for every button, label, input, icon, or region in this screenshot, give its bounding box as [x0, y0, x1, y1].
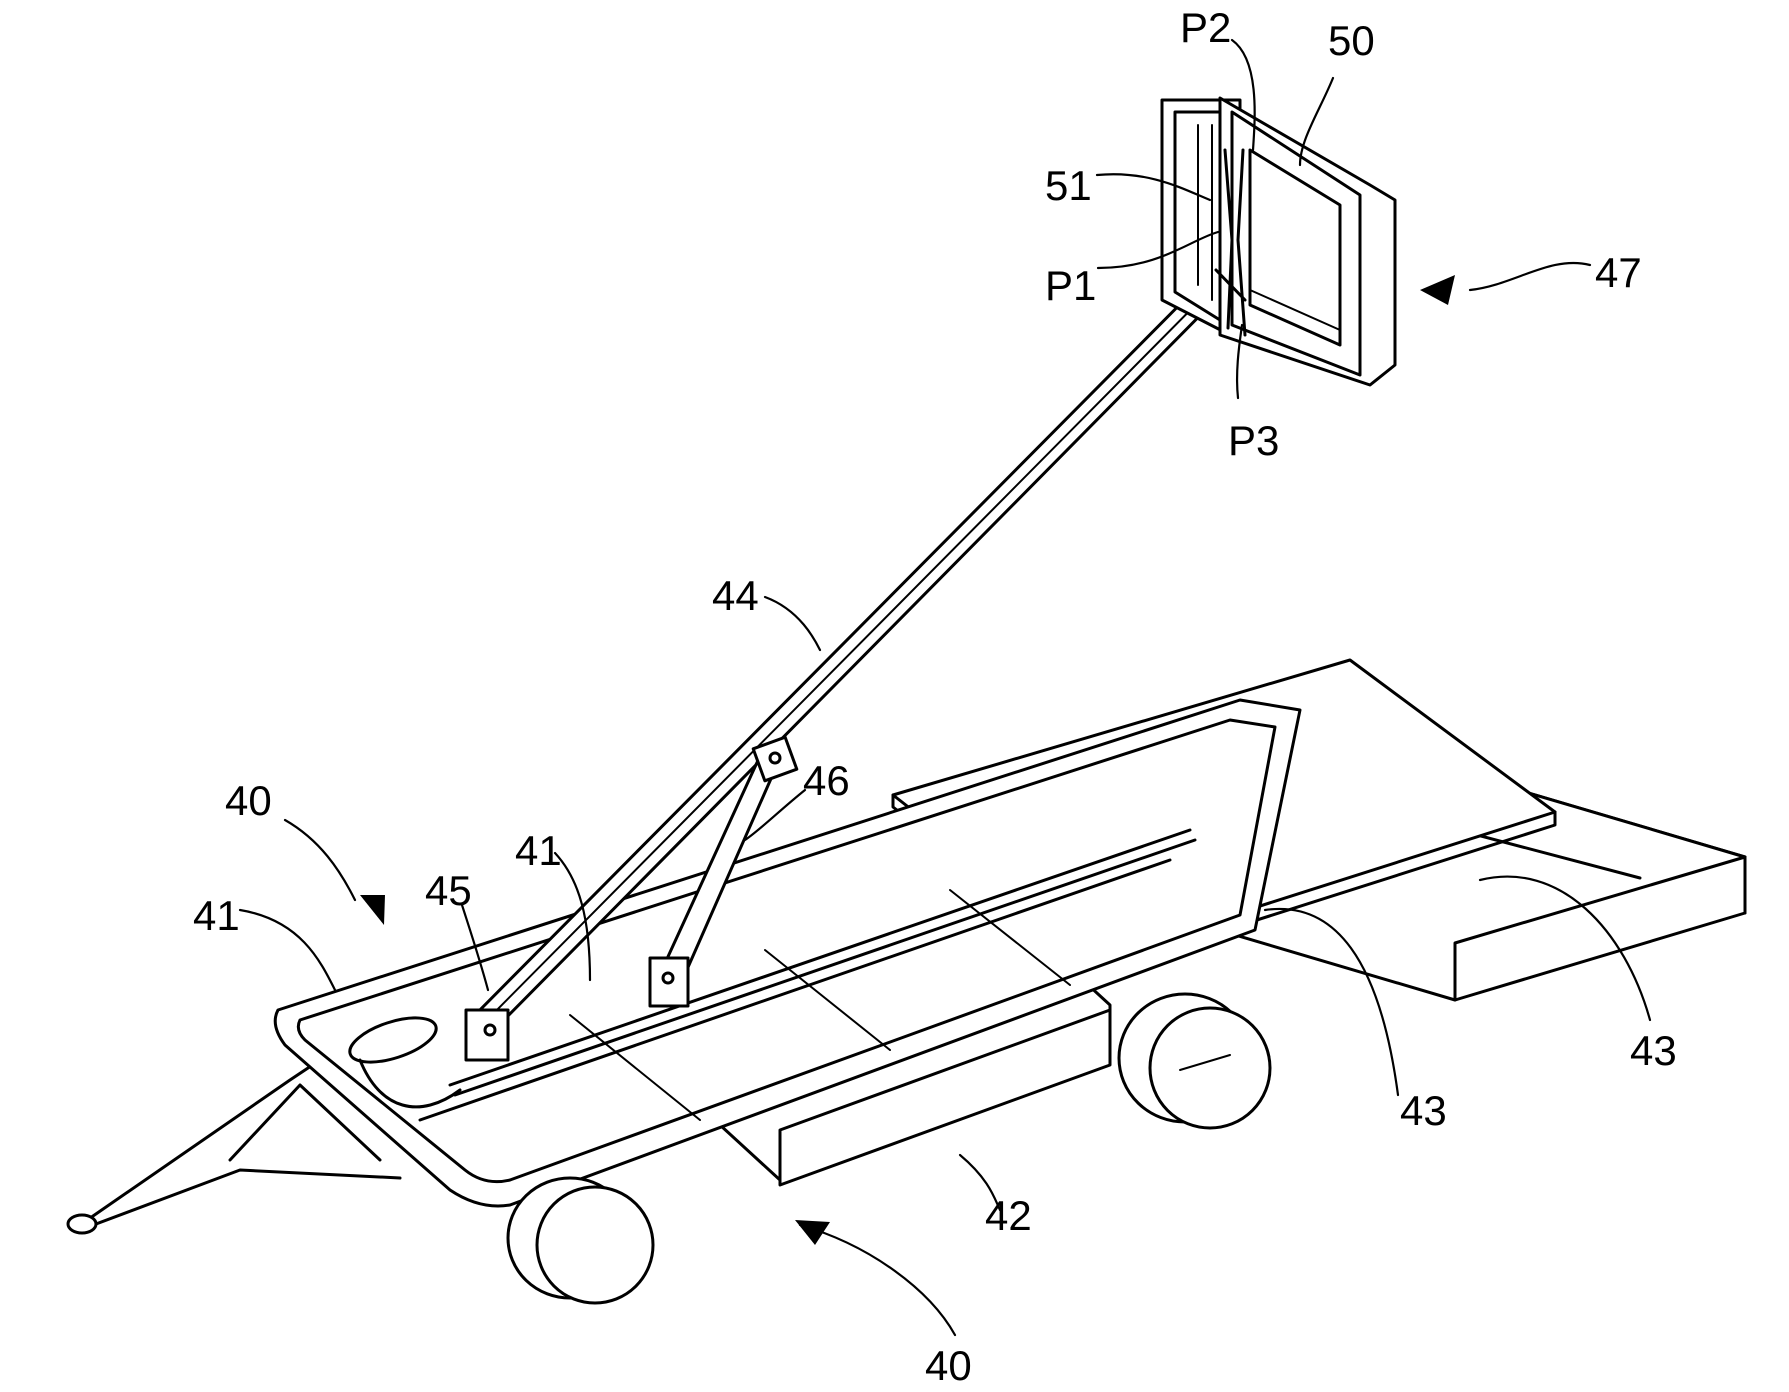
leader-46 — [743, 788, 807, 842]
cross-member-2 — [764, 949, 891, 1051]
rear-wheel-face — [1148, 1006, 1272, 1130]
boom-hinge-pin — [483, 1023, 497, 1037]
tow-bar — [66, 1058, 402, 1235]
label-p3: P3 — [1228, 417, 1279, 464]
leader-42 — [958, 1153, 1002, 1212]
leader-p1 — [1096, 230, 1220, 270]
front-roller — [348, 1016, 462, 1109]
roller-end — [348, 1016, 438, 1064]
label-41-center: 41 — [515, 827, 562, 874]
display-panel-line-2 — [1249, 304, 1341, 346]
pivot-line-p3 — [1236, 148, 1247, 337]
cross-member-1 — [569, 1014, 701, 1121]
roller-body — [358, 1058, 462, 1109]
rear-axle — [1179, 1054, 1231, 1071]
leader-45 — [460, 903, 490, 992]
tow-bar-triangle — [228, 1083, 382, 1162]
leader-p2 — [1230, 38, 1256, 152]
main-frame — [273, 698, 1302, 1208]
front-wheel — [506, 1176, 655, 1305]
label-p2: P2 — [1180, 4, 1231, 51]
frame-rail-3 — [418, 858, 1172, 1122]
leader-47 — [1468, 261, 1592, 292]
tow-bar-bottom — [78, 1168, 402, 1232]
leader-41a — [238, 908, 337, 992]
label-42: 42 — [985, 1192, 1032, 1239]
arrow-40a — [360, 895, 385, 925]
label-44: 44 — [712, 572, 759, 619]
label-43-right: 43 — [1630, 1027, 1677, 1074]
front-wheel-face — [535, 1185, 655, 1305]
actuator-mount-pin — [661, 971, 675, 985]
leader-50 — [1298, 76, 1335, 167]
tow-eye — [66, 1213, 98, 1235]
cross-member-3 — [949, 889, 1071, 986]
frame-rail-2 — [453, 838, 1197, 1097]
leader-43a — [1478, 875, 1652, 1022]
label-47: 47 — [1595, 249, 1642, 296]
label-40-bottom: 40 — [925, 1342, 972, 1389]
leader-43b — [1263, 907, 1400, 1097]
label-46: 46 — [803, 757, 850, 804]
leader-44 — [763, 595, 822, 652]
leader-p3 — [1235, 323, 1244, 400]
label-51: 51 — [1045, 162, 1092, 209]
label-43-center: 43 — [1400, 1087, 1447, 1134]
rear-wheel — [1117, 992, 1272, 1130]
label-41-left: 41 — [193, 892, 240, 939]
platform-front — [1453, 855, 1747, 1002]
arrow-47 — [1420, 275, 1455, 305]
arrow-40b — [795, 1220, 830, 1245]
leader-41b — [553, 851, 592, 982]
actuator — [648, 735, 799, 1008]
boom-joint — [1214, 268, 1247, 302]
tow-bar-top — [78, 1058, 322, 1227]
label-50: 50 — [1328, 17, 1375, 64]
frame-rail-1 — [448, 828, 1192, 1087]
display-panel-line-1 — [1249, 289, 1341, 331]
label-40-top: 40 — [225, 777, 272, 824]
leader-40b — [798, 1223, 957, 1337]
boom-arm-groove — [481, 267, 1233, 1026]
leader-51 — [1095, 173, 1212, 202]
side-box-front — [778, 1008, 1112, 1187]
actuator-top-pin — [768, 751, 782, 765]
label-p1: P1 — [1045, 262, 1096, 309]
display-unit — [1160, 96, 1397, 387]
pivot-line-p1 — [1223, 148, 1234, 330]
label-45: 45 — [425, 867, 472, 914]
leader-40a — [283, 818, 357, 902]
